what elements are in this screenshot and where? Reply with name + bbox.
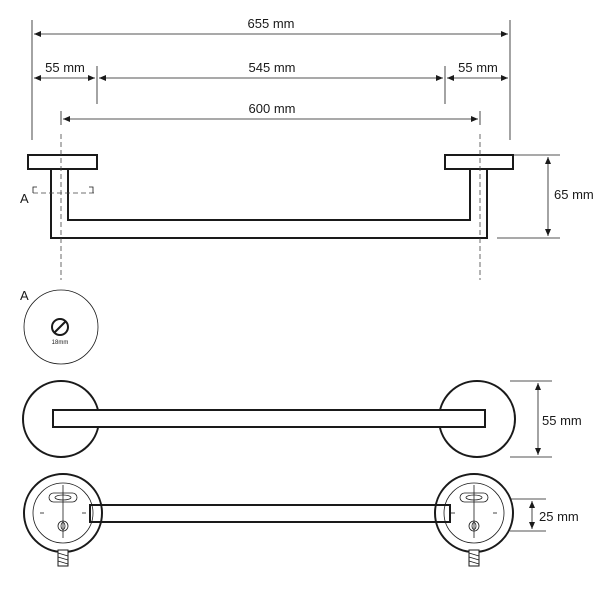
left-mount-plate xyxy=(23,473,103,567)
section-marker: A xyxy=(20,186,94,206)
front-elevation xyxy=(27,134,514,280)
dimension-center-to-center-label: 600 mm xyxy=(249,101,296,116)
dimension-overall-label: 655 mm xyxy=(248,16,295,31)
dimension-overall: 655 mm xyxy=(31,16,511,140)
bar-size-label: 18mm xyxy=(52,340,69,346)
dimension-base-diameter-label: 55 mm xyxy=(542,413,582,428)
dimension-left-base-label: 55 mm xyxy=(45,60,85,75)
bottom-view xyxy=(23,473,514,567)
section-detail-a: A 18mm xyxy=(20,288,99,365)
dimension-bar-offset-label: 25 mm xyxy=(539,509,579,524)
top-view xyxy=(22,380,516,458)
dimension-bar-offset: 25 mm xyxy=(510,498,579,532)
dimension-center-to-center: 600 mm xyxy=(60,101,481,125)
section-detail-label: A xyxy=(20,288,29,303)
dimension-middle-span-label: 545 mm xyxy=(249,60,296,75)
dimension-height-label: 65 mm xyxy=(554,187,594,202)
dimension-right-base-label: 55 mm xyxy=(458,60,498,75)
section-marker-left-label: A xyxy=(20,191,29,206)
right-mount-plate xyxy=(434,473,514,567)
dimension-segments: 55 mm 545 mm 55 mm xyxy=(34,60,508,104)
dimension-base-diameter: 55 mm xyxy=(510,380,582,458)
dimension-height: 65 mm xyxy=(497,154,594,239)
